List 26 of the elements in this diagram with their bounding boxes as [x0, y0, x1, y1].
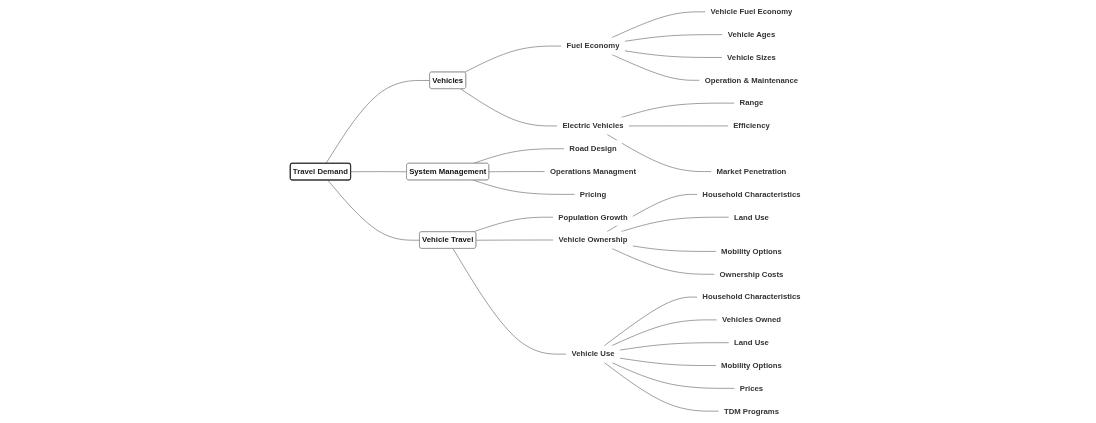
connector	[611, 11, 706, 38]
connector	[473, 216, 554, 233]
connector	[488, 171, 546, 173]
connector	[325, 80, 431, 164]
connector	[603, 296, 698, 346]
connector	[473, 148, 565, 164]
connector	[350, 171, 408, 173]
connector	[452, 248, 567, 355]
connector	[603, 362, 719, 412]
connector	[464, 45, 562, 73]
connector	[620, 216, 730, 232]
connector	[611, 362, 735, 389]
connector	[620, 102, 735, 118]
connector	[624, 50, 723, 58]
connector	[327, 179, 420, 241]
connector	[611, 319, 718, 346]
connector	[619, 342, 730, 351]
connector	[611, 54, 700, 81]
connector	[473, 179, 575, 195]
connector	[619, 357, 717, 366]
connector	[624, 34, 723, 42]
connector	[606, 134, 712, 172]
connector	[475, 239, 554, 241]
connector	[611, 248, 715, 275]
connector	[632, 245, 717, 252]
connector	[460, 88, 558, 127]
